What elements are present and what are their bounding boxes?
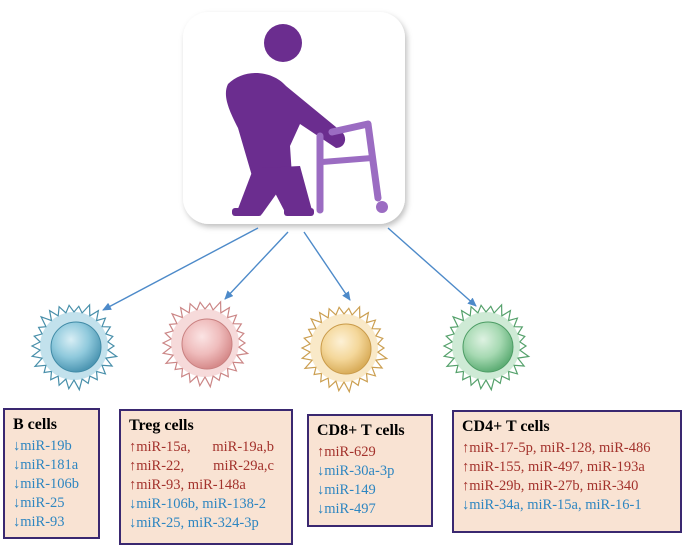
b-cells-panel: B cells ↓miR-19b ↓miR-181a ↓miR-106b ↓miR-2…	[3, 408, 100, 539]
cd4-t-cell-icon	[442, 303, 531, 392]
mirna-line: ↑miR-629	[317, 444, 376, 460]
arrow-to-b-cells	[102, 227, 259, 311]
mirna-line: ↓miR-497	[317, 501, 376, 517]
mirna-line: ↑miR-17-5p, miR-128, miR-486	[462, 440, 651, 456]
treg-cell-icon	[161, 300, 250, 389]
arrow-to-treg-cells	[224, 231, 289, 300]
mirna-line: ↓miR-25, miR-324-3p	[129, 515, 259, 531]
mirna-list: ↓miR-19b ↓miR-181a ↓miR-106b ↓miR-25 ↓miR-93	[13, 437, 90, 532]
mirna-line: ↓miR-93	[13, 514, 65, 530]
elderly-person-with-walker-icon	[183, 12, 405, 224]
cd8-t-cell-icon	[300, 305, 389, 394]
mirna-line: ↓miR-30a-3p	[317, 463, 395, 479]
immune-cells	[30, 300, 531, 394]
mirna-line: ↑miR-93, miR-148a	[129, 477, 246, 493]
mirna-line: ↓miR-181a	[13, 457, 79, 473]
mirna-line: ↓miR-106b	[13, 476, 80, 492]
mirna-line: ↓miR-149	[317, 482, 376, 498]
arrows	[102, 227, 477, 311]
mirna-line: ↓miR-34a, miR-15a, miR-16-1	[462, 497, 642, 513]
mirna-list: ↑miR-15a, miR-19a,b ↑miR-22, miR-29a,c ↑mi…	[129, 438, 283, 533]
panel-title: B cells	[13, 416, 57, 433]
mirna-list: ↑miR-629 ↓miR-30a-3p ↓miR-149 ↓miR-497	[317, 443, 423, 519]
mirna-line: ↓miR-25	[13, 495, 65, 511]
mirna-line: ↑miR-155, miR-497, miR-193a	[462, 459, 645, 475]
panel-title: Treg cells	[129, 417, 194, 434]
mirna-line: ↓miR-19b	[13, 438, 72, 454]
panel-title: CD4+ T cells	[462, 418, 550, 435]
b-cell-icon	[30, 303, 119, 392]
mirna-line: ↑miR-29b, miR-27b, miR-340	[462, 478, 639, 494]
panel-title: CD8+ T cells	[317, 422, 405, 439]
mirna-line: ↓miR-106b, miR-138-2	[129, 496, 266, 512]
arrow-to-cd8-cells	[303, 231, 351, 301]
mirna-list: ↑miR-17-5p, miR-128, miR-486 ↑miR-155, mi…	[462, 439, 672, 515]
arrow-to-cd4-cells	[387, 227, 477, 307]
cd8-t-cells-panel: CD8+ T cells ↑miR-629 ↓miR-30a-3p ↓miR-149…	[307, 414, 433, 527]
mirna-line: ↑miR-15a, miR-19a,b	[129, 439, 274, 455]
cd4-t-cells-panel: CD4+ T cells ↑miR-17-5p, miR-128, miR-48…	[452, 410, 682, 533]
treg-cells-panel: Treg cells ↑miR-15a, miR-19a,b ↑miR-22, m…	[119, 409, 293, 545]
mirna-line: ↑miR-22, miR-29a,c	[129, 458, 274, 474]
